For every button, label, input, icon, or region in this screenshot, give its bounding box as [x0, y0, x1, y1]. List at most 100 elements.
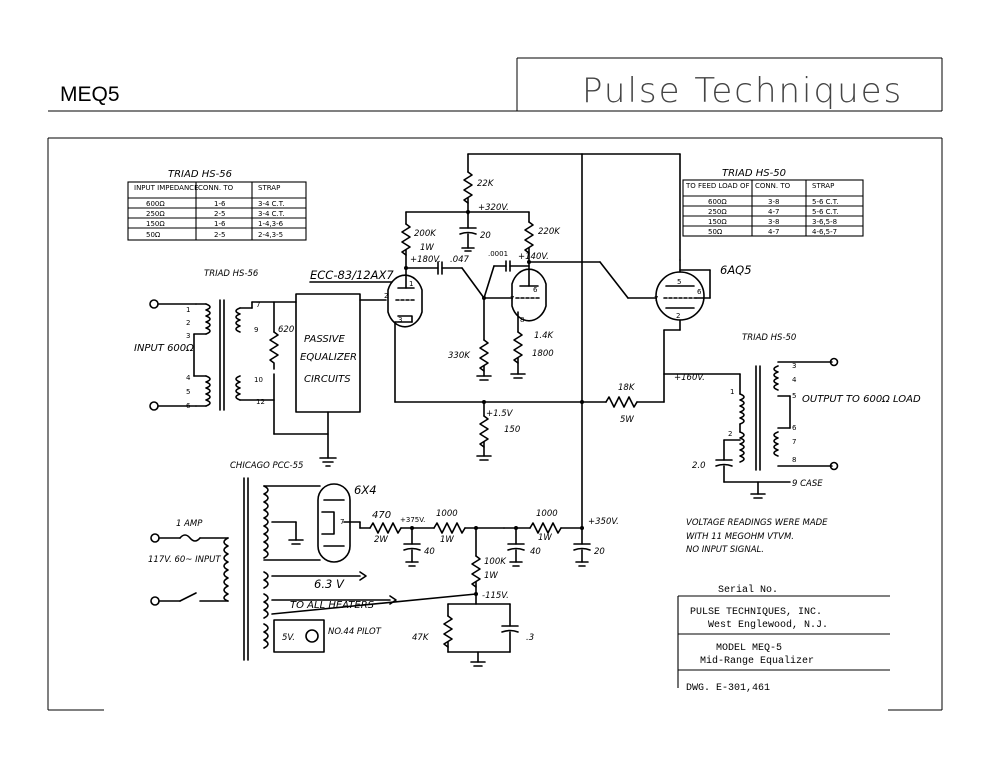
input-xfmr-label: TRIAD HS-56	[204, 269, 259, 279]
v180-label: +180V.	[410, 255, 441, 265]
svg-text:5: 5	[792, 392, 796, 400]
output-table-h2: CONN. TO	[755, 182, 791, 190]
serial-label: Serial No.	[718, 584, 778, 596]
input-table-cell: 3-4 C.T.	[258, 200, 284, 208]
case-label: 9 CASE	[792, 479, 823, 489]
mains-terminal-top	[150, 533, 160, 543]
input-table-title: TRIAD HS-56	[168, 169, 232, 180]
output-table: TRIAD HS-50 TO FEED LOAD OF CONN. TO STR…	[682, 168, 864, 237]
r100k-w-label: 1W	[484, 571, 498, 581]
svg-text:12: 12	[256, 398, 265, 406]
input-table-cell: 150Ω	[146, 220, 165, 228]
r620-label: 620	[278, 325, 294, 335]
svg-text:1: 1	[186, 306, 190, 314]
c20b-label: 20	[594, 547, 605, 557]
svg-text:7: 7	[510, 295, 514, 303]
fuse-label: 1 AMP	[176, 519, 203, 529]
company-location: West Englewood, N.J.	[708, 619, 828, 631]
v375-label: +375V.	[400, 516, 425, 524]
svg-text:7: 7	[792, 438, 796, 446]
output-table-title: TRIAD HS-50	[722, 168, 786, 179]
output-table-cell: 50Ω	[708, 228, 723, 236]
input-table-cell: 1-4,3-6	[258, 220, 284, 228]
input-table-cell: 2-4,3-5	[258, 231, 283, 239]
r47k-label: 47K	[412, 633, 430, 643]
v115-label: -115V.	[482, 591, 509, 601]
r1000a-w-label: 1W	[440, 535, 454, 545]
c20a-label: 20	[480, 231, 491, 241]
input-table-cell: 1-6	[214, 200, 226, 208]
r200k-w-label: 1W	[420, 243, 434, 253]
c40b-label: 40	[530, 547, 541, 557]
drawing-number: DWG. E-301,461	[686, 683, 770, 694]
model-description: Mid-Range Equalizer	[700, 655, 814, 667]
output-table-h1: TO FEED LOAD OF	[685, 182, 749, 190]
h63-label: 6.3 V	[314, 577, 345, 591]
c40a-label: 40	[424, 547, 435, 557]
output-table-cell: 3-8	[768, 218, 779, 226]
input-table-cell: 3-4 C.T.	[258, 210, 284, 218]
model-code: MEQ5	[60, 83, 120, 106]
input-table-h3: STRAP	[258, 184, 280, 192]
c0001-label: .0001	[488, 250, 508, 258]
input-table-cell: 2-5	[214, 210, 225, 218]
output-table-cell: 250Ω	[708, 208, 727, 216]
r1000b-w-label: 1W	[538, 533, 552, 543]
r470-w-label: 2W	[374, 535, 388, 545]
svg-text:8: 8	[792, 456, 796, 464]
output-label: OUTPUT TO 600Ω LOAD	[802, 394, 921, 405]
output-table-cell: 5-6 C.T.	[812, 198, 838, 206]
title-block: Serial No. PULSE TECHNIQUES, INC. West E…	[677, 584, 890, 694]
header-frame	[48, 57, 943, 112]
note-line-1: VOLTAGE READINGS WERE MADE	[686, 518, 828, 528]
svg-text:7: 7	[256, 301, 260, 309]
r14k-label: 1.4K	[534, 331, 555, 341]
input-table-h2: CONN. TO	[198, 184, 234, 192]
model-name: MODEL MEQ-5	[716, 643, 782, 654]
svg-text:9: 9	[254, 326, 258, 334]
svg-text:3: 3	[792, 362, 796, 370]
svg-text:4: 4	[186, 374, 191, 382]
tube-6aq5: 5 6 7 2 6AQ5 +160V. 18K 5W	[580, 153, 752, 529]
output-table-cell: 600Ω	[708, 198, 727, 206]
input-table-cell: 600Ω	[146, 200, 165, 208]
r22k-label: 22K	[477, 179, 495, 189]
tube1-label: ECC-83/12AX7	[310, 268, 394, 282]
svg-text:1: 1	[730, 388, 734, 396]
svg-text:6: 6	[697, 288, 702, 296]
v160-label: +160V.	[674, 373, 705, 383]
svg-text:6: 6	[186, 402, 191, 410]
output-table-h3: STRAP	[812, 182, 834, 190]
input-table-cell: 1-6	[214, 220, 226, 228]
input-terminal-top	[149, 299, 159, 309]
r470-label: 470	[372, 510, 391, 521]
v140-label: +140V.	[518, 252, 549, 262]
c047-label: .047	[450, 255, 470, 265]
svg-text:6: 6	[792, 424, 797, 432]
input-table-h1: INPUT IMPEDANCE	[134, 184, 199, 192]
r220k-label: 220K	[538, 227, 561, 237]
input-table-cell: 50Ω	[146, 231, 161, 239]
input-table-cell: 2-5	[214, 231, 225, 239]
svg-text:1: 1	[409, 280, 413, 288]
eq-label-3: CIRCUITS	[304, 374, 351, 385]
output-transformer: TRIAD HS-50 1 2 3 4 5 6 7 8 OUTPUT TO 60…	[692, 333, 921, 499]
v350-label: +350V.	[588, 517, 619, 527]
r18k-w-label: 5W	[620, 415, 634, 425]
input-table-cell: 250Ω	[146, 210, 165, 218]
input-section: INPUT 600Ω TRIAD HS-56 620 1 2 3	[134, 269, 337, 467]
note-line-2: WITH 11 MEGOHM VTVM.	[686, 532, 794, 542]
power-xfmr-label: CHICAGO PCC-55	[230, 461, 303, 471]
r18k-label: 18K	[618, 383, 636, 393]
svg-text:8: 8	[520, 316, 524, 324]
r1000b-label: 1000	[536, 509, 558, 519]
heaters-label: TO ALL HEATERS	[290, 600, 375, 611]
svg-text:2: 2	[186, 319, 190, 327]
svg-text:5: 5	[677, 278, 681, 286]
v15-label: +1.5V	[486, 409, 514, 419]
output-table-cell: 4-7	[768, 208, 779, 216]
r200k-label: 200K	[414, 229, 437, 239]
r330k-label: 330K	[448, 351, 471, 361]
svg-text:10: 10	[254, 376, 263, 384]
tube2-label: 6AQ5	[720, 263, 752, 277]
